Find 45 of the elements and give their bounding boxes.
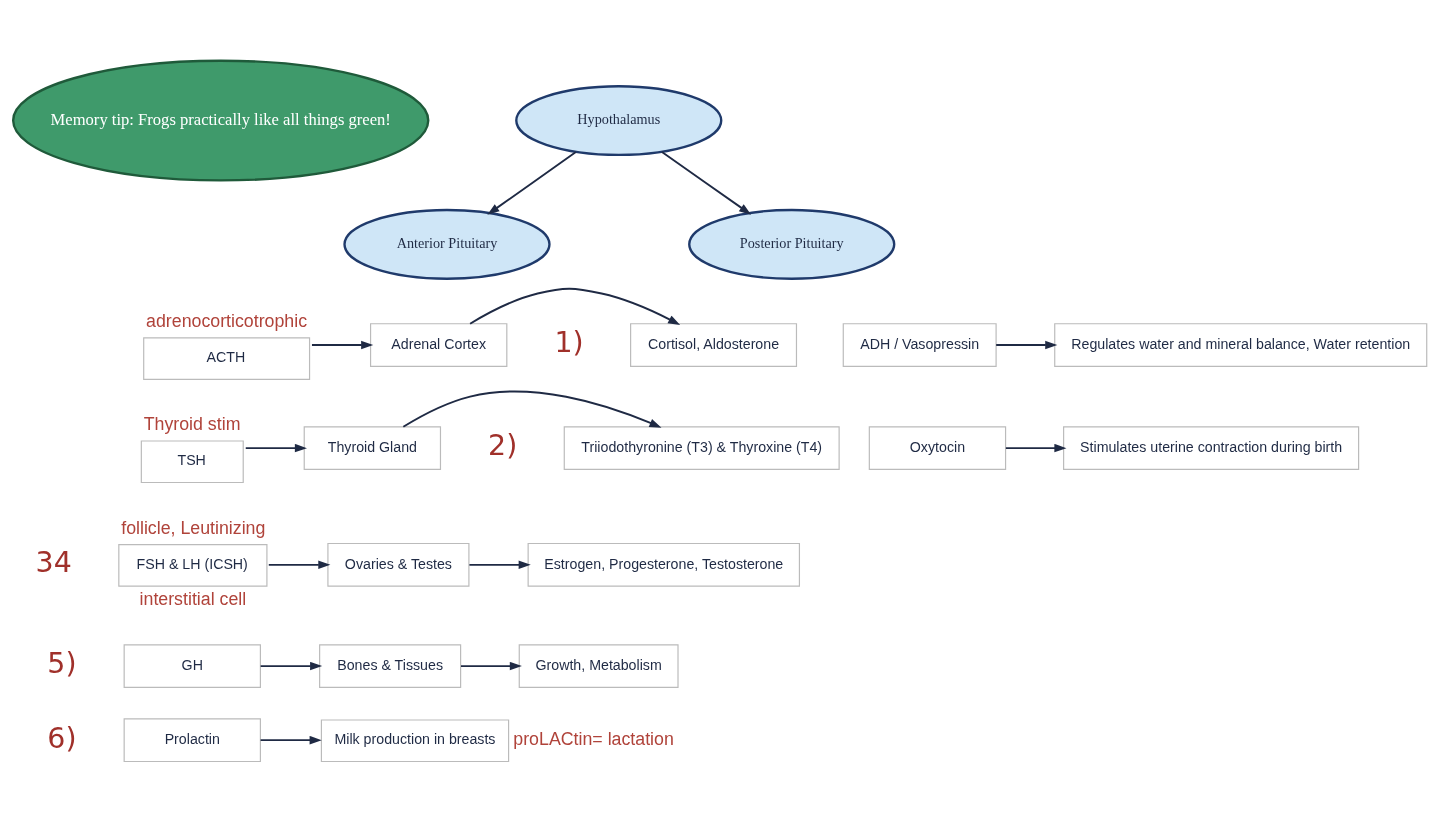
node-box: Stimulates uterine contraction during birth xyxy=(1063,425,1360,470)
node-box: GH xyxy=(123,643,261,688)
node-label: interstitial cell xyxy=(139,588,247,609)
node-ellipse: Posterior Pituitary xyxy=(688,208,896,280)
arrow xyxy=(995,340,1058,349)
label: 6) xyxy=(47,721,77,754)
label: 1) xyxy=(554,325,584,359)
node-box: Growth, Metabolism xyxy=(518,643,679,688)
label: 2) xyxy=(488,428,518,462)
arrow xyxy=(259,735,322,744)
node-box: Prolactin xyxy=(123,717,261,762)
node-ellipse: Anterior Pituitary xyxy=(343,208,551,280)
arrow xyxy=(487,150,577,215)
node-box: ADH / Vasopressin xyxy=(842,322,997,367)
node-box: Oxytocin xyxy=(868,425,1007,470)
node-box: Estrogen, Progesterone, Testosterone xyxy=(527,542,800,587)
arrow xyxy=(469,287,681,325)
arrow xyxy=(244,443,307,452)
arrow xyxy=(259,661,323,670)
node-box: FSH & LH (ICSH) xyxy=(118,543,268,587)
node-box: Bones & Tissues xyxy=(319,643,462,688)
label: 5) xyxy=(47,646,77,680)
node-ellipse: Hypothalamus xyxy=(515,84,723,156)
arrow xyxy=(661,150,752,215)
node-box: Ovaries & Testes xyxy=(327,542,470,587)
label: 34 xyxy=(35,545,72,579)
node-label: proLACtin= lactation xyxy=(513,728,674,749)
node-label: Thyroid stim xyxy=(143,413,241,434)
node-box: TSH xyxy=(140,439,244,483)
node-box: Cortisol, Aldosterone xyxy=(630,322,798,367)
node-box: Adrenal Cortex xyxy=(370,322,508,367)
arrow xyxy=(267,560,331,569)
arrow xyxy=(311,340,374,349)
node-label: follicle, Leutinizing xyxy=(121,517,266,538)
node-box: Triiodothyronine (T3) & Thyroxine (T4) xyxy=(563,425,840,470)
node-label: adrenocorticotrophic xyxy=(146,310,308,331)
node-box: Regulates water and mineral balance, Water retention xyxy=(1054,322,1428,367)
arrow xyxy=(468,560,531,569)
arrow xyxy=(1004,443,1067,452)
node-box: Milk production in breasts xyxy=(320,718,510,762)
arrow xyxy=(460,661,522,670)
node-ellipse: Memory tip: Frogs practically like all things green! xyxy=(11,59,430,182)
node-box: ACTH xyxy=(143,336,311,380)
node-box: Thyroid Gland xyxy=(303,425,442,470)
arrow xyxy=(402,390,662,428)
